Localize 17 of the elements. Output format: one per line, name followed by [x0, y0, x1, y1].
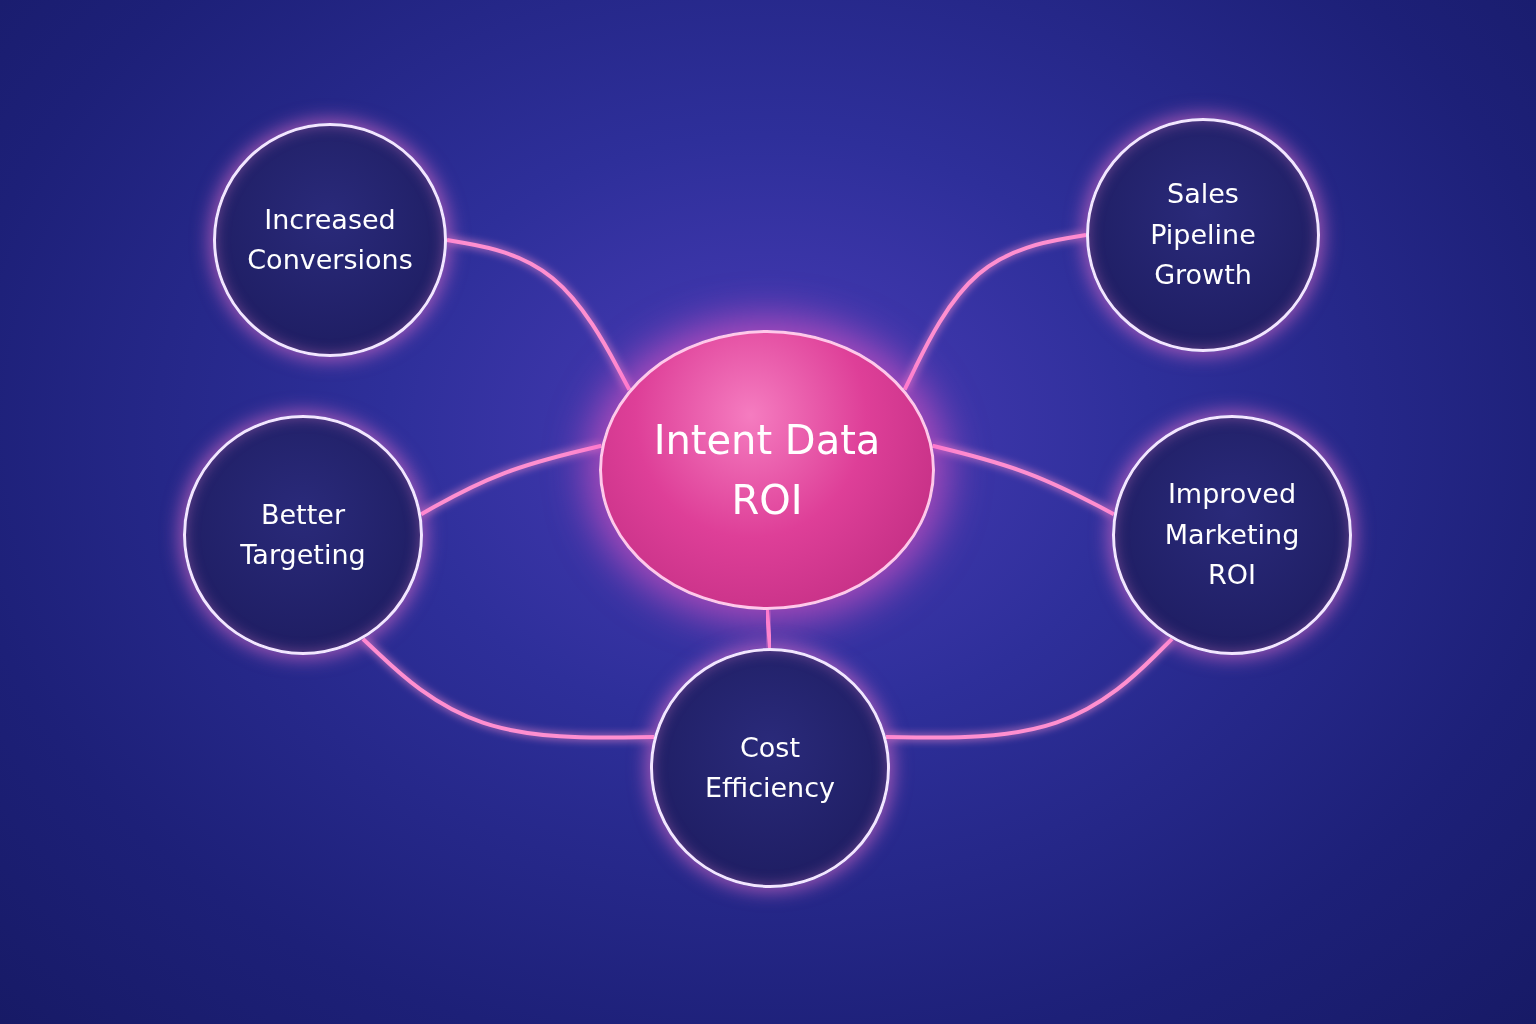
connector-line	[420, 443, 602, 516]
node-label: Increased Conversions	[246, 202, 414, 277]
node-label: Sales Pipeline Growth	[1149, 177, 1257, 293]
connector-line	[361, 637, 655, 740]
topic-circle	[213, 123, 447, 357]
node-label: Improved Marketing ROI	[1163, 477, 1301, 593]
connector-line	[885, 637, 1174, 740]
node-label: Intent Data ROI	[652, 416, 882, 525]
hub-ellipse	[599, 330, 935, 610]
connector-line	[931, 443, 1115, 516]
connector-line	[765, 609, 772, 649]
node-label: Better Targeting	[239, 497, 367, 572]
topic-circle	[1086, 118, 1320, 352]
topic-circle	[650, 648, 890, 888]
node-label: Cost Efficiency	[703, 730, 837, 805]
topic-circle	[183, 415, 423, 655]
topic-circle	[1112, 415, 1352, 655]
